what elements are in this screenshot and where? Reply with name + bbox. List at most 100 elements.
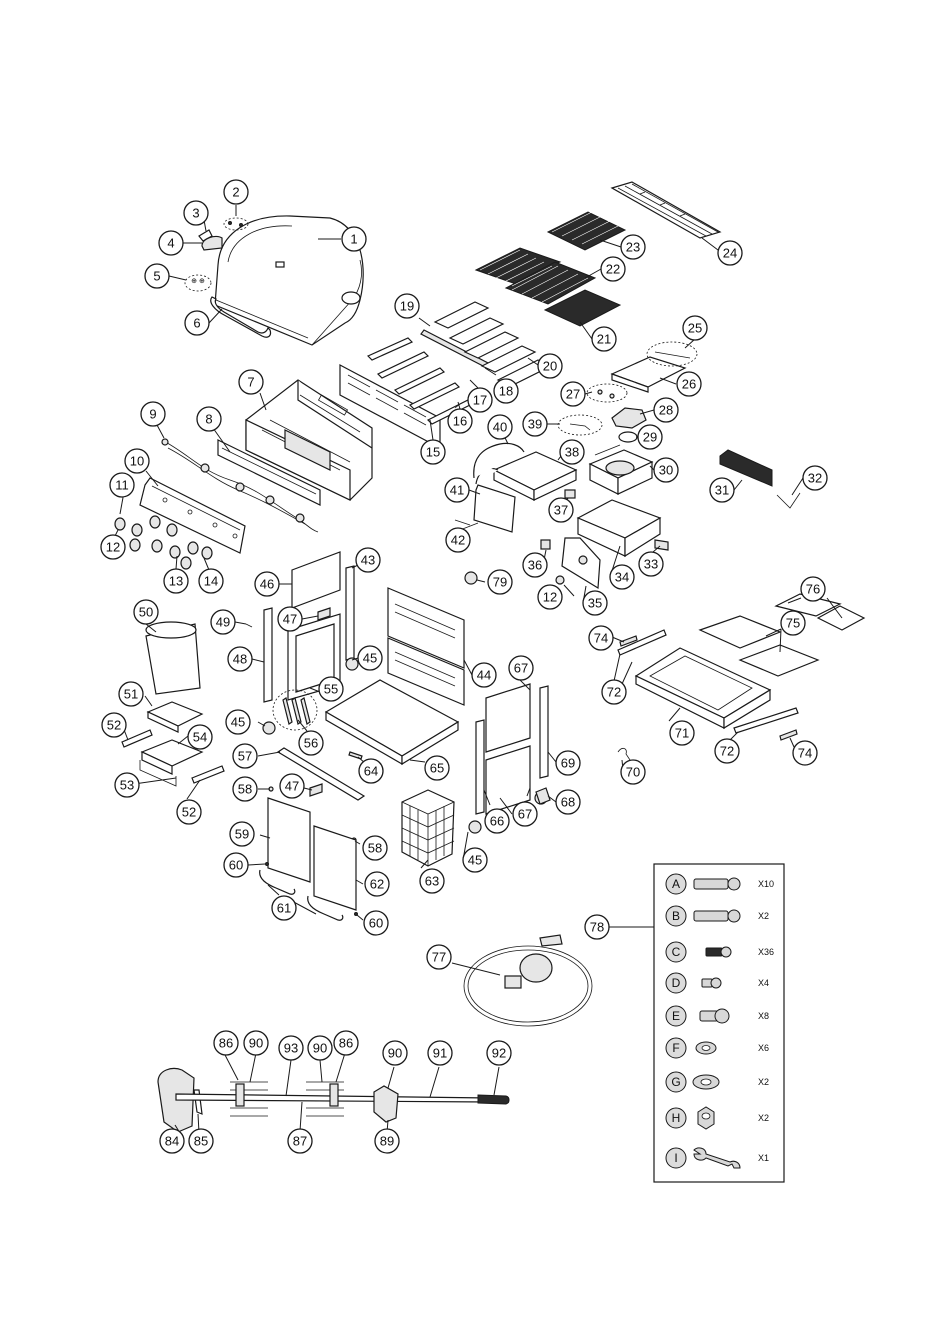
callout-38: 38 xyxy=(559,439,585,465)
svg-text:47: 47 xyxy=(285,779,299,794)
svg-text:71: 71 xyxy=(675,726,689,741)
svg-text:F: F xyxy=(672,1041,679,1055)
svg-text:50: 50 xyxy=(139,605,153,620)
part-pin xyxy=(348,751,363,760)
svg-text:68: 68 xyxy=(561,795,575,810)
svg-text:45: 45 xyxy=(363,651,377,666)
part-side-burner-cover xyxy=(610,341,698,393)
large-washer-icon xyxy=(692,1074,720,1090)
svg-text:70: 70 xyxy=(626,765,640,780)
part-side-shelf xyxy=(634,647,772,730)
nut-icon xyxy=(697,1106,715,1130)
callout-33: 33 xyxy=(638,551,664,577)
hardware-item-g: G X2 xyxy=(665,1071,769,1093)
part-side-burner-housing xyxy=(540,499,669,590)
callout-15: 15 xyxy=(420,439,446,465)
svg-text:X6: X6 xyxy=(758,1043,769,1053)
callout-47a: 47 xyxy=(277,606,303,632)
svg-text:63: 63 xyxy=(425,874,439,889)
callout-67b: 67 xyxy=(512,801,538,827)
part-door-frame xyxy=(287,551,341,701)
svg-text:12: 12 xyxy=(543,590,557,605)
part-axle-brackets xyxy=(272,689,318,731)
svg-text:45: 45 xyxy=(468,853,482,868)
svg-text:26: 26 xyxy=(682,377,696,392)
hardware-item-b: B X2 xyxy=(665,905,769,927)
hardware-item-i: I X1 xyxy=(665,1147,769,1169)
svg-text:23: 23 xyxy=(626,240,640,255)
callout-41: 41 xyxy=(444,477,470,503)
callout-74a: 74 xyxy=(588,625,614,651)
svg-text:85: 85 xyxy=(194,1134,208,1149)
svg-text:49: 49 xyxy=(216,615,230,630)
svg-text:E: E xyxy=(672,1009,680,1023)
callout-52b: 52 xyxy=(176,799,202,825)
callout-91: 91 xyxy=(427,1040,453,1066)
svg-text:90: 90 xyxy=(313,1041,327,1056)
part-tray-rails xyxy=(121,729,225,784)
callout-85: 85 xyxy=(188,1128,214,1154)
svg-text:69: 69 xyxy=(561,756,575,771)
callout-22: 22 xyxy=(600,256,626,282)
callout-20: 20 xyxy=(537,353,563,379)
svg-text:2: 2 xyxy=(232,185,239,200)
svg-text:58: 58 xyxy=(368,841,382,856)
svg-text:B: B xyxy=(672,909,680,923)
long-screw-icon xyxy=(693,909,741,923)
callout-72b: 72 xyxy=(714,738,740,764)
callout-84: 84 xyxy=(159,1128,185,1154)
part-side-burner-bowl xyxy=(588,444,654,495)
callout-92: 92 xyxy=(486,1040,512,1066)
svg-text:77: 77 xyxy=(432,950,446,965)
leader-lines xyxy=(114,205,843,1134)
svg-text:25: 25 xyxy=(688,321,702,336)
callout-79: 79 xyxy=(487,569,513,595)
svg-text:43: 43 xyxy=(361,553,375,568)
svg-text:57: 57 xyxy=(238,749,252,764)
part-warming-rack xyxy=(610,181,722,239)
svg-text:C: C xyxy=(672,945,681,959)
svg-text:7: 7 xyxy=(247,375,254,390)
callout-46: 46 xyxy=(254,571,280,597)
svg-text:75: 75 xyxy=(786,616,800,631)
callout-4: 4 xyxy=(158,230,184,256)
callout-74b: 74 xyxy=(792,740,818,766)
callout-1: 1 xyxy=(341,226,367,252)
callout-48: 48 xyxy=(227,646,253,672)
callout-25: 25 xyxy=(682,315,708,341)
callout-12a: 12 xyxy=(100,534,126,560)
callout-28: 28 xyxy=(653,397,679,423)
part-cart-side-panels xyxy=(485,683,531,815)
callout-71: 71 xyxy=(669,720,695,746)
callout-69: 69 xyxy=(555,750,581,776)
callout-70: 70 xyxy=(620,759,646,785)
svg-text:14: 14 xyxy=(204,574,218,589)
callout-58b: 58 xyxy=(362,835,388,861)
hardware-item-a: A X10 xyxy=(665,873,774,895)
part-left-side-tray xyxy=(454,442,578,533)
part-rotisserie xyxy=(157,1067,510,1133)
callout-40: 40 xyxy=(487,414,513,440)
callout-26: 26 xyxy=(676,371,702,397)
svg-text:X4: X4 xyxy=(758,978,769,988)
callout-57: 57 xyxy=(232,743,258,769)
callout-6: 6 xyxy=(184,310,210,336)
svg-text:79: 79 xyxy=(493,575,507,590)
callout-49: 49 xyxy=(210,609,236,635)
part-grease-trays xyxy=(140,701,204,775)
part-grease-bucket xyxy=(145,621,201,695)
svg-text:27: 27 xyxy=(566,387,580,402)
svg-text:40: 40 xyxy=(493,420,507,435)
svg-text:11: 11 xyxy=(115,478,129,493)
callout-55: 55 xyxy=(318,676,344,702)
callout-86a: 86 xyxy=(213,1030,239,1056)
part-caster-clip xyxy=(535,787,551,805)
callout-39: 39 xyxy=(522,411,548,437)
callout-68: 68 xyxy=(555,789,581,815)
svg-text:32: 32 xyxy=(808,471,822,486)
callout-18: 18 xyxy=(493,378,519,404)
svg-text:37: 37 xyxy=(554,503,568,518)
svg-text:84: 84 xyxy=(165,1134,179,1149)
callout-13: 13 xyxy=(163,568,189,594)
callouts: 1 2 3 4 5 6 7 8 9 10 11 12 13 14 15 16 1… xyxy=(100,179,828,1154)
